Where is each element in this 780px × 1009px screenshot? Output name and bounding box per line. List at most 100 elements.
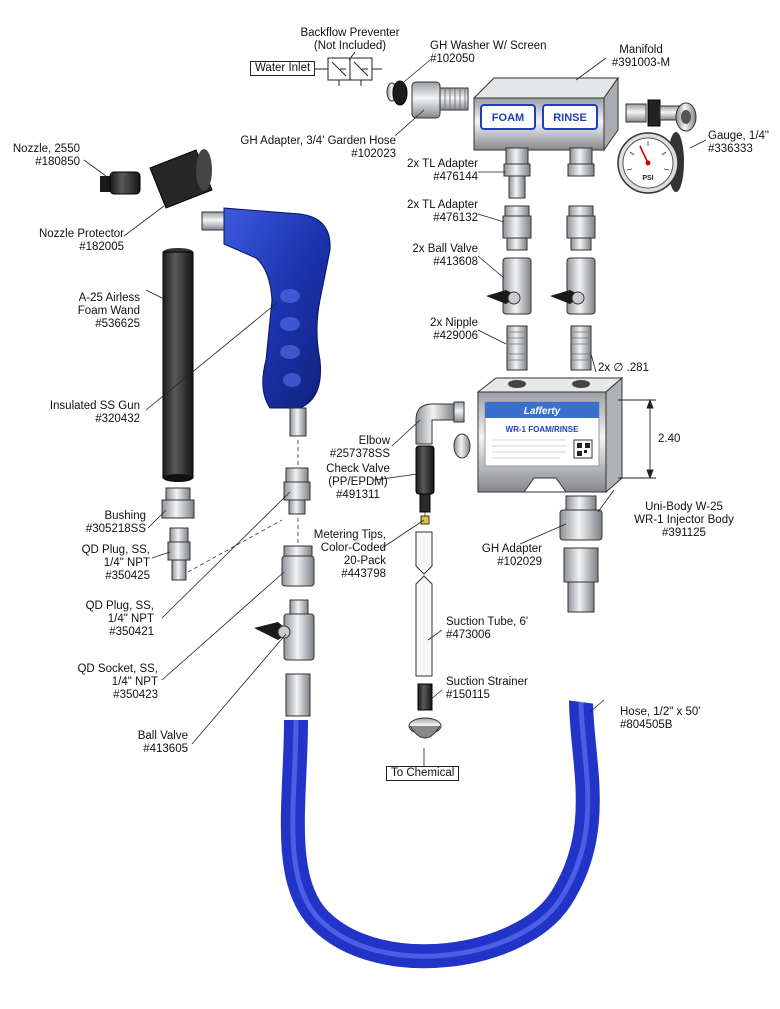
label-unibody-line2: WR-1 Injector Body bbox=[634, 514, 734, 526]
label-metering-line1: Metering Tips, bbox=[313, 529, 386, 541]
suction-tube-part bbox=[415, 531, 433, 677]
label-elbow: Elbow #257378SS bbox=[300, 435, 390, 461]
label-qd-plug-mid-name: QD Plug, SS, bbox=[85, 600, 154, 612]
label-wand: A-25 Airless Foam Wand #536625 bbox=[40, 292, 140, 331]
label-nozzle: Nozzle, 2550 #180850 bbox=[0, 143, 80, 169]
label-ball-valve-2x-part: #413608 bbox=[433, 256, 478, 268]
label-check-valve: Check Valve (PP/EPDM) #491311 bbox=[318, 463, 398, 502]
label-backflow: Backflow Preventer (Not Included) bbox=[298, 27, 402, 53]
label-diameter: 2x ∅ .281 bbox=[598, 362, 649, 374]
gauge-fitting-part bbox=[625, 99, 697, 132]
connection-lines bbox=[187, 440, 426, 573]
label-qd-plug-left-part: #350425 bbox=[105, 570, 150, 582]
label-tl-adapter-1-name: 2x TL Adapter bbox=[407, 158, 478, 170]
label-gh-adapter-part: #102029 bbox=[497, 556, 542, 568]
ball-valve-2x-parts bbox=[486, 257, 596, 315]
label-elbow-part: #257378SS bbox=[329, 448, 390, 460]
label-nozzle-protector-part: #182005 bbox=[79, 241, 124, 253]
gauge-psi-text: PSI bbox=[642, 175, 653, 182]
label-ball-valve-name: Ball Valve bbox=[137, 730, 188, 742]
label-manifold: Manifold #391003-M bbox=[596, 44, 686, 70]
label-gauge: Gauge, 1/4" #336333 bbox=[708, 130, 769, 156]
nozzle-protector-part bbox=[149, 149, 213, 209]
label-gh-adapter-name: GH Adapter bbox=[481, 543, 542, 555]
label-gh-adapter-garden-name: GH Adapter, 3/4' Garden Hose bbox=[240, 135, 396, 147]
label-qd-plug-left-size: 1/4" NPT bbox=[103, 557, 150, 569]
label-nipple: 2x Nipple #429006 bbox=[386, 317, 478, 343]
label-backflow-line1: Backflow Preventer bbox=[300, 27, 400, 39]
label-check-valve-material: (PP/EPDM) bbox=[328, 476, 388, 488]
label-qd-plug-mid-size: 1/4" NPT bbox=[107, 613, 154, 625]
label-manifold-part: #391003-M bbox=[611, 57, 671, 69]
label-dimension: 2.40 bbox=[658, 433, 681, 445]
label-ball-valve: Ball Valve #413605 bbox=[100, 730, 188, 756]
label-wand-line1: A-25 Airless bbox=[78, 292, 140, 304]
label-gun: Insulated SS Gun #320432 bbox=[30, 400, 140, 426]
label-gun-name: Insulated SS Gun bbox=[49, 400, 140, 412]
label-unibody: Uni-Body W-25 WR-1 Injector Body #391125 bbox=[620, 501, 748, 540]
tl-adapter-476144-parts bbox=[503, 147, 595, 199]
label-unibody-line1: Uni-Body W-25 bbox=[645, 501, 723, 513]
label-gh-washer-part: #102050 bbox=[430, 53, 475, 65]
hose-part bbox=[280, 612, 600, 969]
ball-valve-part bbox=[254, 599, 315, 717]
gauge-part: PSI bbox=[617, 132, 684, 194]
gh-washer-part bbox=[386, 80, 408, 106]
label-qd-socket: QD Socket, SS, 1/4" NPT #350423 bbox=[64, 663, 158, 702]
gh-adapter-part bbox=[559, 495, 603, 613]
dimension-line bbox=[618, 398, 656, 480]
qd-plug-left-part bbox=[167, 527, 191, 581]
label-qd-plug-left: QD Plug, SS, 1/4" NPT #350425 bbox=[60, 544, 150, 583]
leader-lines bbox=[83, 57, 707, 768]
bushing-part bbox=[161, 487, 195, 519]
injector-title: WR-1 FOAM/RINSE bbox=[506, 425, 580, 434]
label-suction-strainer-name: Suction Strainer bbox=[446, 676, 528, 688]
label-qd-socket-part: #350423 bbox=[113, 689, 158, 701]
label-suction-strainer-part: #150115 bbox=[446, 689, 490, 701]
label-nozzle-protector: Nozzle Protector #182005 bbox=[28, 228, 124, 254]
label-hose-part: #804505B bbox=[620, 719, 673, 731]
label-gun-part: #320432 bbox=[95, 413, 140, 425]
label-manifold-name: Manifold bbox=[619, 44, 663, 56]
label-ball-valve-2x: 2x Ball Valve #413608 bbox=[386, 243, 478, 269]
label-gh-adapter-garden-part: #102023 bbox=[351, 148, 396, 160]
label-metering-line2: Color-Coded bbox=[320, 542, 386, 554]
elbow-part bbox=[415, 401, 465, 445]
label-qd-plug-mid: QD Plug, SS, 1/4" NPT #350421 bbox=[64, 600, 154, 639]
label-metering: Metering Tips, Color-Coded 20-Pack #4437… bbox=[300, 529, 386, 581]
tl-adapter-476132-parts bbox=[502, 205, 596, 251]
label-hose: Hose, 1/2" x 50' #804505B bbox=[620, 706, 700, 732]
label-suction-tube-part: #473006 bbox=[446, 629, 491, 641]
injector-body-part: Lafferty WR-1 FOAM/RINSE bbox=[453, 376, 624, 494]
label-qd-socket-size: 1/4" NPT bbox=[111, 676, 158, 688]
label-gauge-name: Gauge, 1/4" bbox=[708, 130, 769, 142]
label-metering-part: #443798 bbox=[341, 568, 386, 580]
label-nozzle-protector-name: Nozzle Protector bbox=[38, 228, 124, 240]
nozzle-part bbox=[100, 171, 141, 195]
label-unibody-part: #391125 bbox=[662, 527, 706, 539]
label-bushing-name: Bushing bbox=[104, 510, 146, 522]
gh-adapter-garden-part bbox=[411, 81, 469, 119]
label-qd-socket-name: QD Socket, SS, bbox=[77, 663, 158, 675]
label-tl-adapter-1: 2x TL Adapter #476144 bbox=[386, 158, 478, 184]
injector-brand: Lafferty bbox=[524, 406, 561, 417]
label-backflow-line2: (Not Included) bbox=[313, 40, 387, 52]
label-tl-adapter-2-part: #476132 bbox=[433, 212, 478, 224]
label-gh-adapter-garden: GH Adapter, 3/4' Garden Hose #102023 bbox=[226, 135, 396, 161]
label-tl-adapter-1-part: #476144 bbox=[433, 171, 478, 183]
label-gauge-part: #336333 bbox=[708, 143, 753, 155]
label-tl-adapter-2-name: 2x TL Adapter bbox=[407, 199, 478, 211]
label-gh-washer: GH Washer W/ Screen #102050 bbox=[430, 40, 547, 66]
label-tl-adapter-2: 2x TL Adapter #476132 bbox=[386, 199, 478, 225]
label-suction-strainer: Suction Strainer #150115 bbox=[446, 676, 528, 702]
wand-part bbox=[162, 248, 194, 482]
manifold-foam-label: FOAM bbox=[492, 112, 524, 124]
label-to-chemical: To Chemical bbox=[386, 766, 460, 781]
label-hose-name: Hose, 1/2" x 50' bbox=[620, 706, 701, 718]
label-nozzle-part: #180850 bbox=[35, 156, 80, 168]
label-suction-tube: Suction Tube, 6' #473006 bbox=[446, 616, 528, 642]
label-metering-line3: 20-Pack bbox=[343, 555, 386, 567]
label-gh-adapter: GH Adapter #102029 bbox=[452, 543, 542, 569]
label-water-inlet: Water Inlet bbox=[250, 61, 316, 76]
